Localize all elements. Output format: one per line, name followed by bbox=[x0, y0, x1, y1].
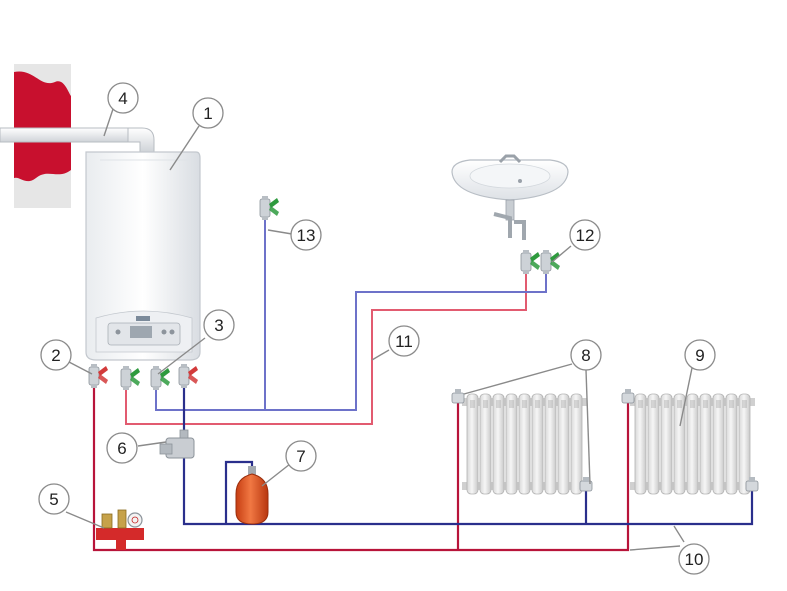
sink-valves bbox=[259, 196, 560, 274]
radiator-section bbox=[738, 393, 751, 495]
callout-11-label: 11 bbox=[395, 332, 413, 351]
dhw-pipes bbox=[125, 218, 547, 425]
callout-10-label: 10 bbox=[685, 550, 704, 569]
flue-pipe bbox=[0, 127, 155, 153]
expansion-tank bbox=[235, 466, 269, 525]
leader-5 bbox=[65, 511, 105, 529]
leader-10b bbox=[673, 525, 685, 543]
radiator-section bbox=[479, 393, 492, 495]
chimney-flue-red bbox=[14, 71, 71, 182]
gas-boiler bbox=[85, 151, 201, 361]
radiator-section bbox=[570, 393, 583, 495]
radiator-section bbox=[660, 393, 673, 495]
leader-12 bbox=[551, 245, 572, 263]
radiator-section bbox=[634, 393, 647, 495]
callout-1-label: 1 bbox=[203, 104, 212, 123]
radiator-left bbox=[462, 393, 587, 495]
callout-4: 4 bbox=[107, 82, 139, 114]
radiator-right bbox=[630, 393, 755, 495]
callout-13-label: 13 bbox=[297, 226, 316, 245]
radiator-left-supply-valve bbox=[451, 389, 465, 404]
strainer-filter bbox=[159, 429, 195, 459]
radiator-section bbox=[686, 393, 699, 495]
radiator-right-return-valve bbox=[745, 477, 759, 492]
radiator-section bbox=[544, 393, 557, 495]
radiator-section bbox=[518, 393, 531, 495]
radiator-section bbox=[712, 393, 725, 495]
callout-8-label: 8 bbox=[581, 346, 590, 365]
leader-11 bbox=[371, 349, 390, 361]
callout-12-label: 12 bbox=[576, 226, 595, 245]
callout-12: 12 bbox=[569, 219, 601, 251]
callout-9-label: 9 bbox=[695, 346, 704, 365]
leader-8a bbox=[463, 363, 573, 395]
leader-10a bbox=[629, 545, 681, 551]
safety-group bbox=[96, 509, 144, 550]
leader-2 bbox=[68, 361, 93, 375]
boiler-logo-badge bbox=[136, 316, 150, 321]
sink-hot-valve bbox=[520, 250, 540, 274]
leader-7 bbox=[261, 463, 291, 487]
heating-supply-valve bbox=[88, 364, 108, 388]
supply-pipe-main bbox=[92, 388, 630, 552]
radiator-left-return-valve bbox=[579, 477, 593, 492]
cold-water-valve bbox=[150, 366, 170, 390]
callout-6-label: 6 bbox=[117, 439, 126, 458]
callout-5: 5 bbox=[38, 483, 70, 515]
return-pipe-main bbox=[182, 458, 754, 526]
leader-4 bbox=[103, 105, 115, 137]
callout-markers: 1 2 3 4 5 6 7 8 9 10 11 12 13 bbox=[38, 82, 716, 575]
leader-6 bbox=[137, 441, 167, 447]
heating-return-valve bbox=[178, 364, 198, 388]
callout-6: 6 bbox=[106, 432, 138, 464]
radiator-right-supply-valve bbox=[621, 389, 635, 404]
radiator-section bbox=[492, 393, 505, 495]
tap-valve bbox=[259, 196, 279, 220]
radiator-section bbox=[531, 393, 544, 495]
radiator-section bbox=[557, 393, 570, 495]
leader-8b bbox=[585, 369, 591, 485]
hot-water-pipe bbox=[125, 272, 527, 425]
callout-8: 8 bbox=[570, 339, 602, 371]
callout-5-label: 5 bbox=[49, 490, 58, 509]
leader-9 bbox=[679, 367, 693, 427]
boiler-display bbox=[130, 326, 152, 338]
sink-cold-valve bbox=[540, 250, 560, 274]
callout-7-label: 7 bbox=[296, 447, 305, 466]
callout-3-label: 3 bbox=[214, 316, 223, 335]
callout-3: 3 bbox=[203, 309, 235, 341]
callout-2: 2 bbox=[40, 339, 72, 371]
callout-4-label: 4 bbox=[118, 89, 127, 108]
washbasin bbox=[451, 154, 569, 240]
radiator-section bbox=[673, 393, 686, 495]
hot-water-valve bbox=[120, 366, 140, 390]
callout-2-label: 2 bbox=[51, 346, 60, 365]
radiator-section bbox=[725, 393, 738, 495]
callout-13: 13 bbox=[290, 219, 322, 251]
radiator-section bbox=[647, 393, 660, 495]
radiator-section bbox=[505, 393, 518, 495]
leader-lines bbox=[65, 105, 693, 551]
leader-13 bbox=[267, 229, 293, 235]
leader-3 bbox=[157, 337, 206, 375]
callout-7: 7 bbox=[285, 440, 317, 472]
leader-1 bbox=[169, 125, 200, 171]
boiler-valves bbox=[88, 364, 198, 390]
radiator-section bbox=[466, 393, 479, 495]
callout-10: 10 bbox=[678, 543, 710, 575]
cold-water-pipe bbox=[155, 272, 547, 411]
callout-1: 1 bbox=[192, 97, 224, 129]
radiator-valves bbox=[451, 389, 759, 492]
radiator-section bbox=[699, 393, 712, 495]
callout-9: 9 bbox=[684, 339, 716, 371]
callout-11: 11 bbox=[388, 325, 420, 357]
